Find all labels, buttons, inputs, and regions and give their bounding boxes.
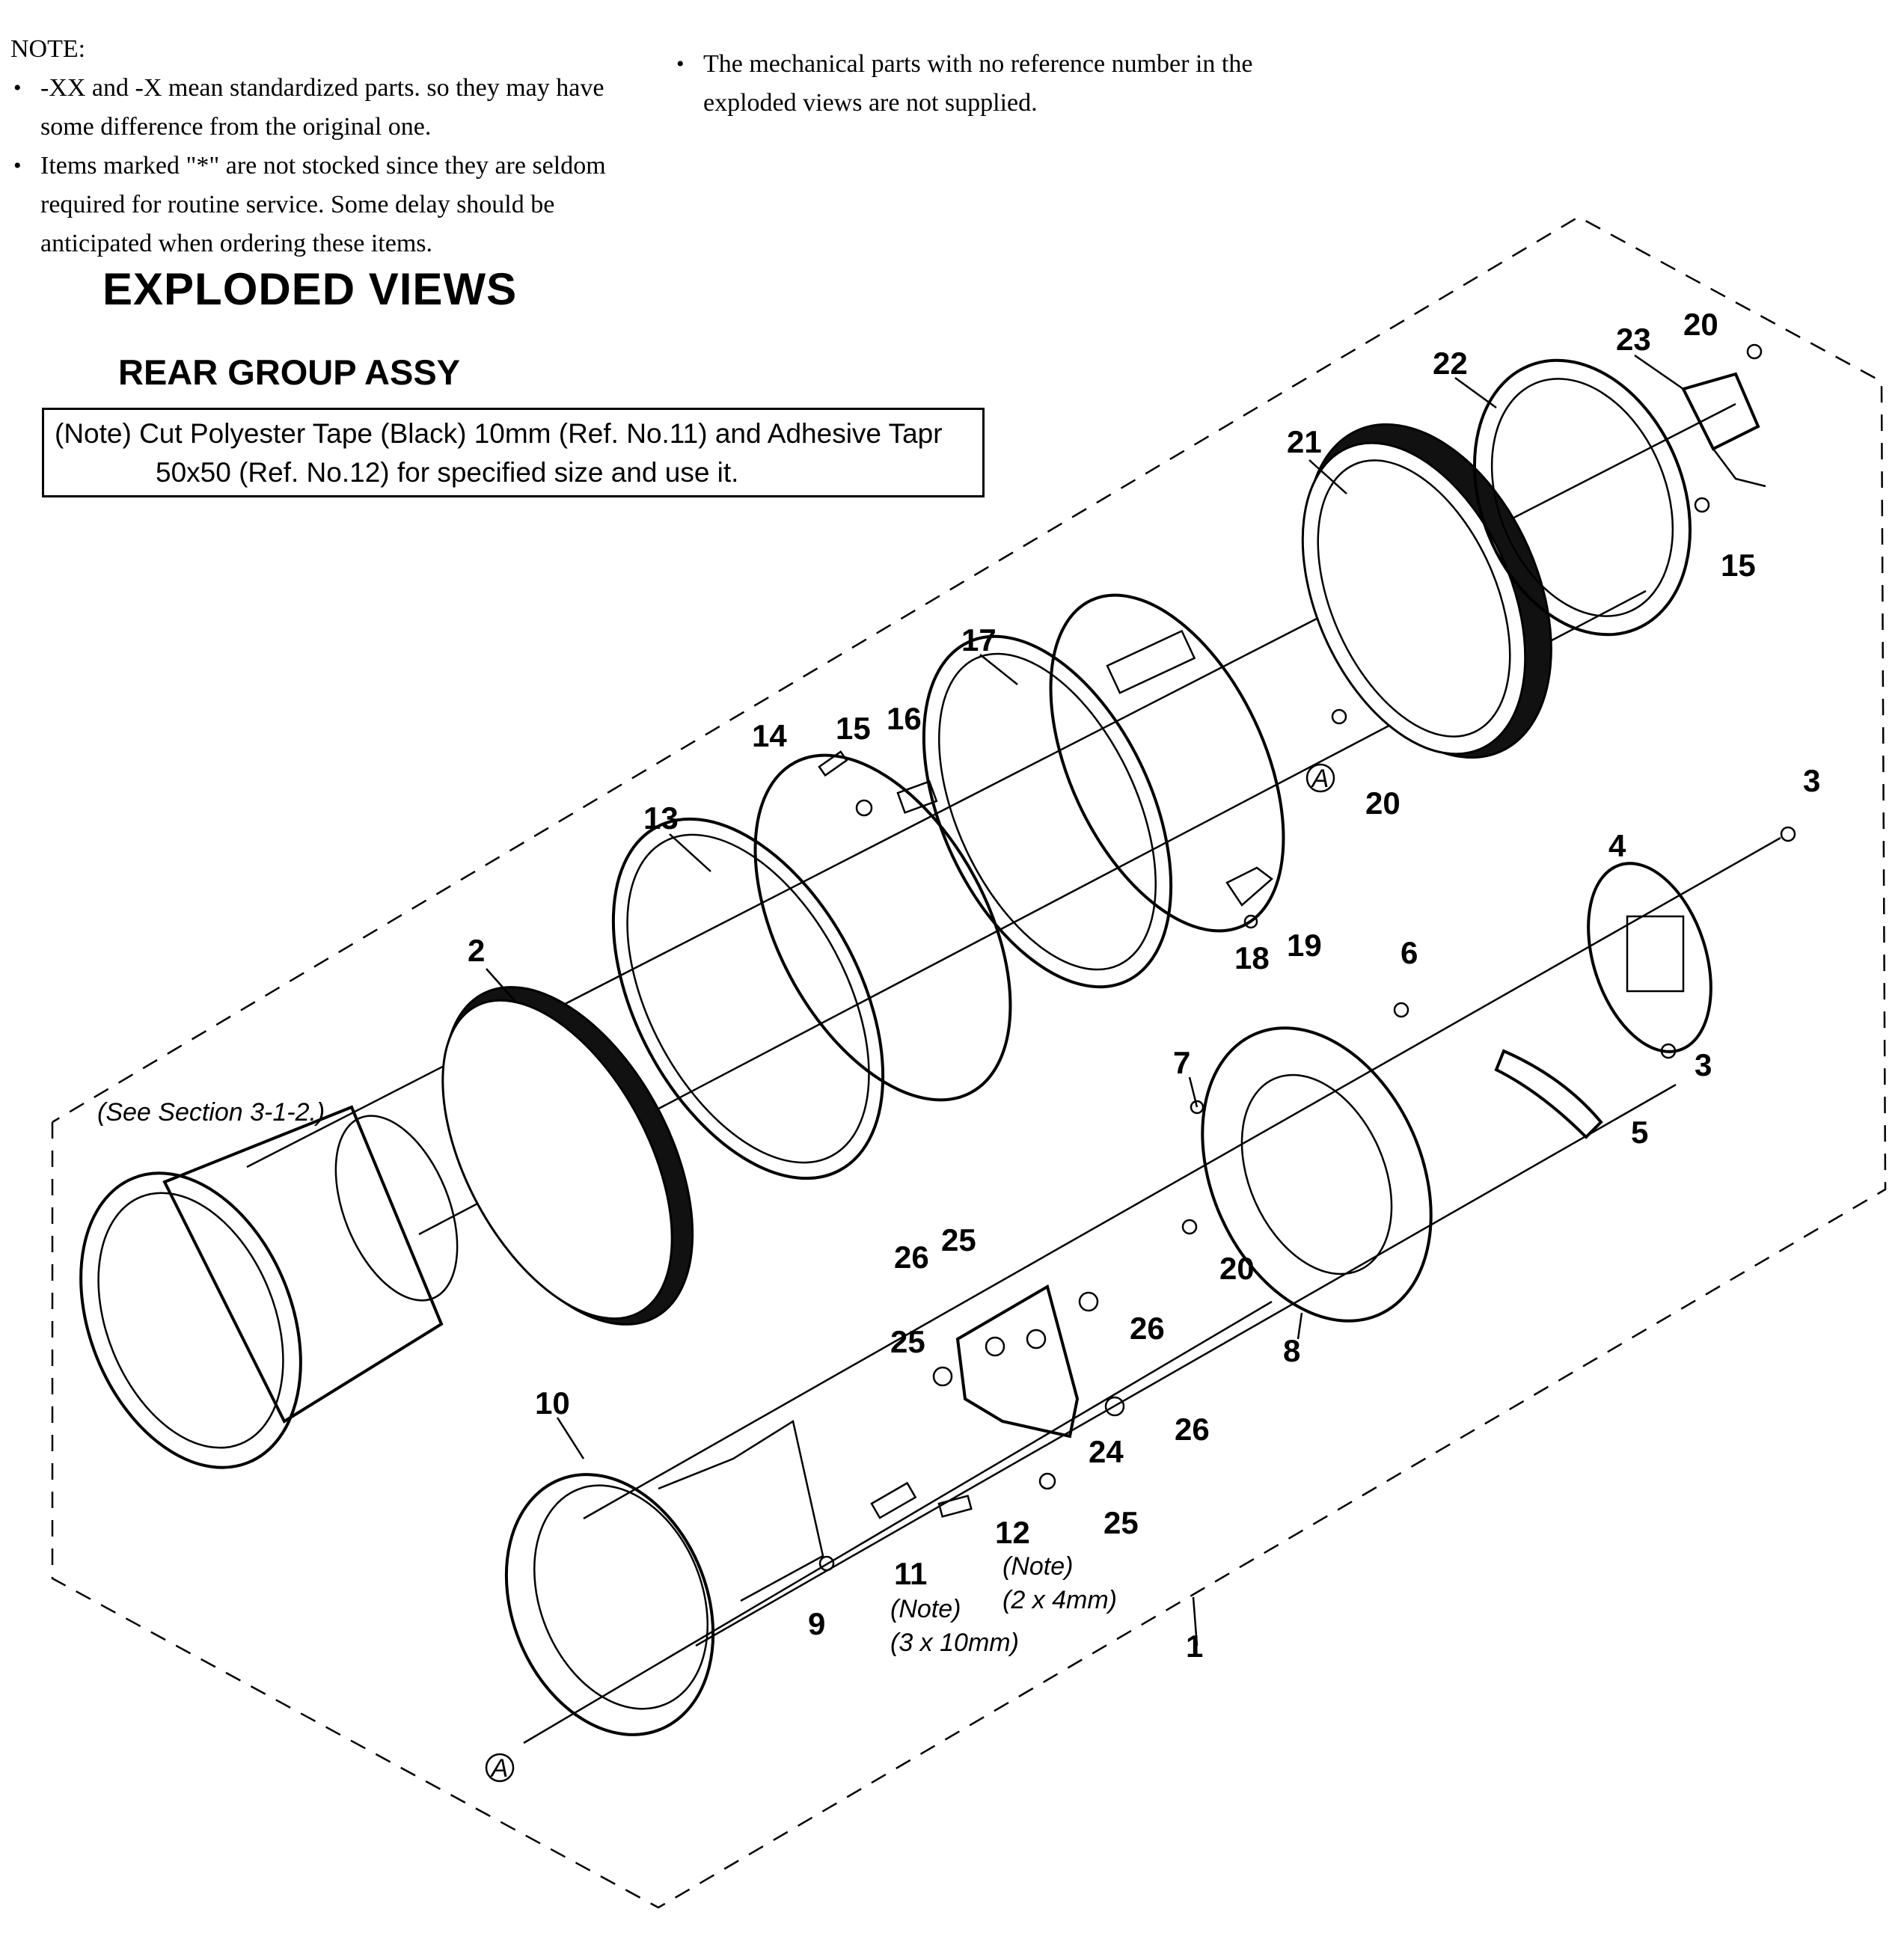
note-section-left: NOTE: -XX and -X mean standardized parts… [10, 30, 646, 263]
label-26-a: 26 [894, 1240, 929, 1275]
label-2: 2 [468, 933, 485, 968]
label-25-a: 25 [941, 1222, 976, 1257]
axis-line-bottom [523, 1300, 1273, 1744]
label-26-c: 26 [1175, 1412, 1210, 1447]
label-20-a: 20 [1365, 785, 1401, 821]
ref-marker-a-lower: A [485, 1753, 515, 1783]
tape-note-line1: (Note) Cut Polyester Tape (Black) 10mm (… [55, 418, 943, 449]
part-contact-5 [1494, 1049, 1603, 1139]
label-26-b: 26 [1130, 1311, 1165, 1346]
part-plate-24 [955, 1284, 1080, 1439]
annotation-note-11: (Note) [890, 1595, 961, 1623]
label-15-b: 15 [1721, 548, 1756, 583]
part-ring-21 [1301, 423, 1552, 759]
page-title: EXPLODED VIEWS [102, 264, 518, 314]
part-ring-2 [441, 986, 694, 1326]
axis-line-lower-b [695, 1083, 1677, 1647]
part-barrel-17 [922, 593, 1285, 989]
label-10: 10 [535, 1385, 570, 1421]
label-20-c: 20 [1219, 1251, 1255, 1286]
leader-lines [486, 354, 1684, 1646]
label-15-a: 15 [836, 711, 871, 746]
label-6: 6 [1401, 935, 1418, 970]
label-18: 18 [1234, 940, 1270, 975]
label-22: 22 [1433, 346, 1468, 381]
label-25-c: 25 [1103, 1505, 1139, 1540]
note-item-not-supplied: The mechanical parts with no reference n… [673, 45, 1347, 123]
section-title: REAR GROUP ASSY [118, 352, 461, 392]
note-item-not-stocked: Items marked "*" are not stocked since t… [10, 147, 646, 263]
label-21: 21 [1287, 424, 1322, 459]
tape-note-box: (Note) Cut Polyester Tape (Black) 10mm (… [42, 408, 985, 497]
annotation-size-12: (2 x 4mm) [1002, 1586, 1117, 1614]
part-ring-4 [1587, 862, 1712, 1053]
label-4: 4 [1608, 828, 1626, 863]
part-bracket-23 [1681, 372, 1766, 488]
label-13: 13 [643, 800, 679, 836]
part-tube-13 [611, 753, 1012, 1180]
annotation-size-11: (3 x 10mm) [890, 1629, 1019, 1657]
ref-marker-a-upper: A [1305, 763, 1335, 793]
svg-text:A: A [490, 1754, 509, 1783]
see-section-label: (See Section 3-1-2.) [97, 1098, 325, 1127]
axis-line-lower-a [583, 836, 1781, 1520]
part-housing-10 [504, 1420, 824, 1736]
part-ring-22 [1473, 358, 1692, 637]
label-11: 11 [894, 1556, 927, 1591]
tape-note-line2: 50x50 (Ref. No.12) for specified size an… [156, 457, 739, 488]
label-5: 5 [1631, 1115, 1648, 1150]
label-16: 16 [887, 701, 922, 736]
label-25-b: 25 [890, 1324, 925, 1359]
boundary-dashed [51, 215, 1887, 1909]
label-1: 1 [1186, 1629, 1203, 1664]
label-9: 9 [808, 1606, 825, 1641]
label-19: 19 [1287, 928, 1322, 963]
label-7: 7 [1173, 1045, 1190, 1080]
label-20-b: 20 [1683, 307, 1718, 342]
label-17: 17 [961, 622, 997, 658]
label-3-b: 3 [1695, 1047, 1712, 1082]
label-14: 14 [752, 718, 787, 753]
label-23: 23 [1616, 322, 1651, 357]
label-12: 12 [995, 1515, 1030, 1550]
label-3-a: 3 [1803, 763, 1820, 798]
part-lens-body [79, 1105, 459, 1469]
part-ring-8 [1201, 1026, 1433, 1323]
note-heading: NOTE: [10, 35, 86, 63]
small-parts [818, 343, 1796, 1572]
label-24: 24 [1089, 1434, 1124, 1469]
svg-text:A: A [1311, 765, 1329, 793]
note-section-right: The mechanical parts with no reference n… [673, 45, 1347, 123]
annotation-note-12: (Note) [1002, 1552, 1073, 1581]
note-item-standardized: -XX and -X mean standardized parts. so t… [10, 69, 646, 147]
label-8: 8 [1283, 1333, 1300, 1368]
